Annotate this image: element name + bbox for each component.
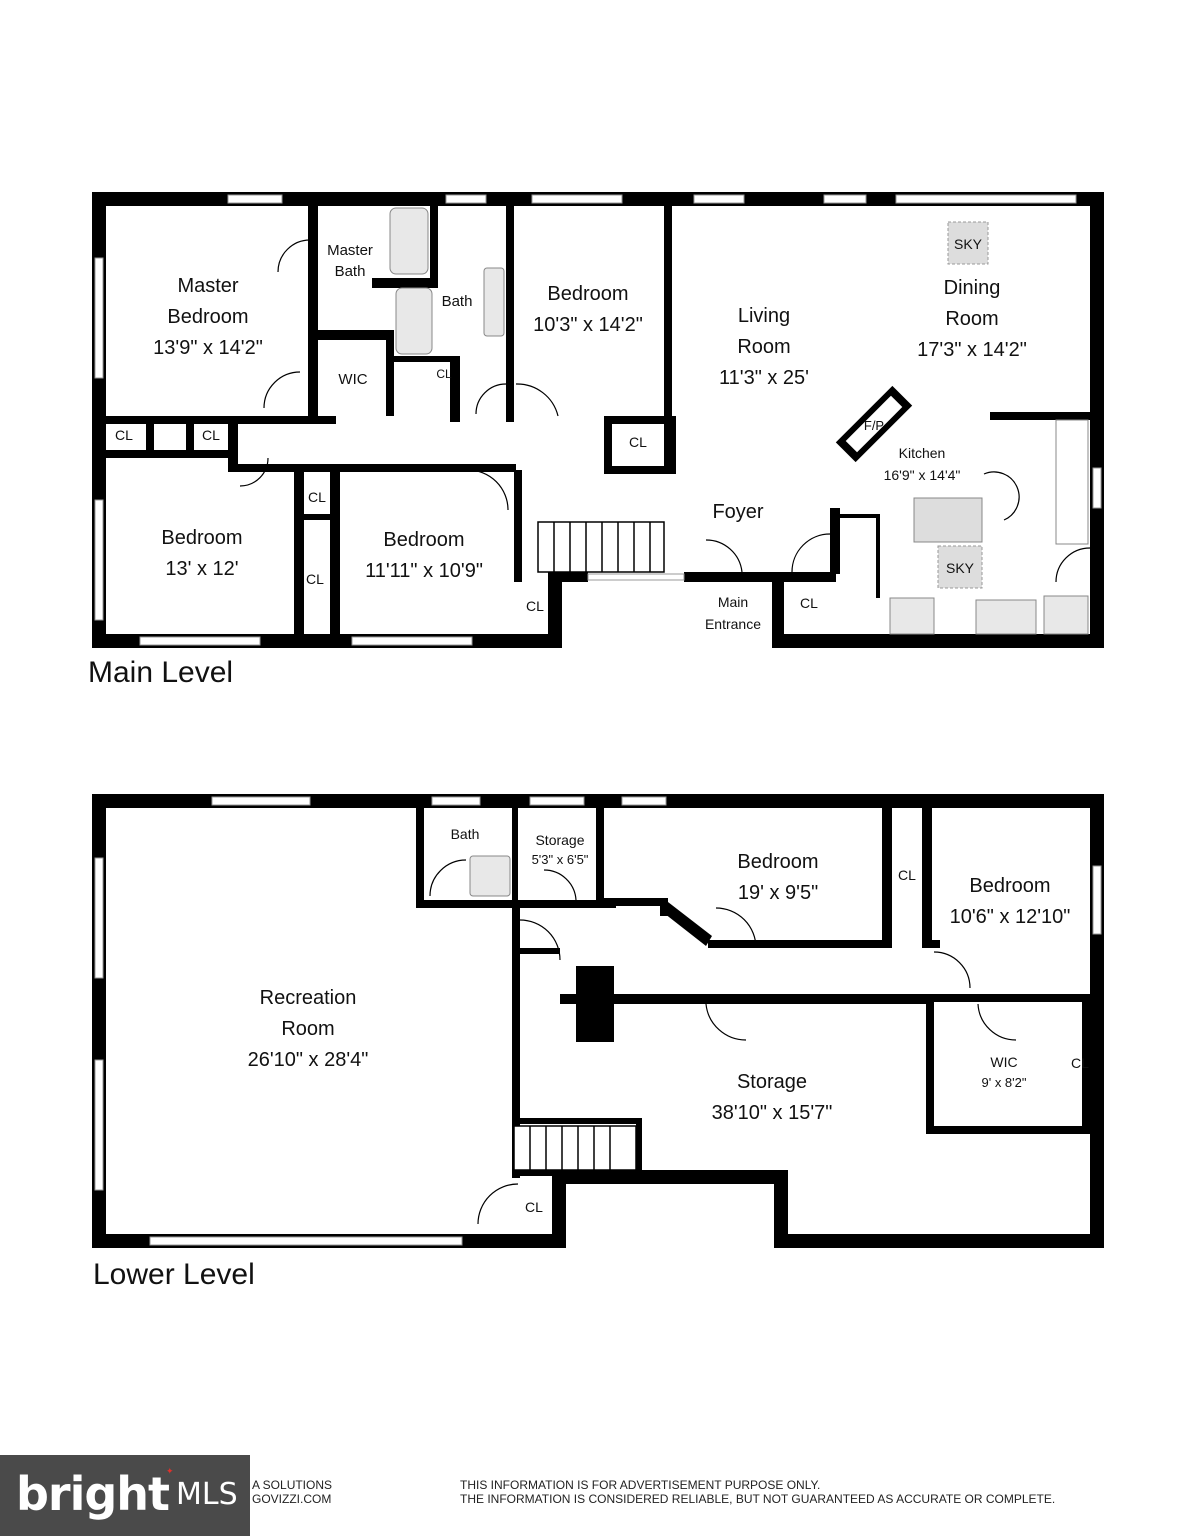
closet-label: CL bbox=[308, 489, 326, 505]
master-bedroom-label: Master bbox=[177, 275, 238, 297]
recreation-room-label: Recreation bbox=[260, 987, 357, 1009]
closet-label: CL bbox=[526, 598, 544, 614]
watermark-mls: MLS bbox=[176, 1477, 238, 1512]
main-entrance-label: Main bbox=[718, 594, 748, 610]
master-bedroom-dimensions: 13'9" x 14'2" bbox=[153, 337, 263, 359]
kitchen-label: Kitchen bbox=[899, 445, 946, 461]
closet-label: CL bbox=[306, 571, 324, 587]
closet-label: CL bbox=[898, 867, 916, 883]
master-bath-label-2: Bath bbox=[335, 263, 366, 280]
main-level-title: Main Level bbox=[88, 656, 234, 689]
bedroom-b-dimensions: 10'6" x 12'10" bbox=[950, 906, 1071, 928]
closet-label: CL bbox=[629, 434, 647, 450]
footer-disclaimer: THIS INFORMATION IS FOR ADVERTISEMENT PU… bbox=[460, 1478, 1055, 1506]
main-entrance-label-2: Entrance bbox=[705, 616, 761, 632]
dining-room-label: Dining bbox=[944, 277, 1001, 299]
storage-small-label: Storage bbox=[535, 832, 584, 848]
main-level-plan bbox=[92, 192, 1104, 648]
living-room-label-2: Room bbox=[737, 336, 790, 358]
skylight-label-2: SKY bbox=[946, 560, 975, 576]
footer-disclaimer-line-2: THE INFORMATION IS CONSIDERED RELIABLE, … bbox=[460, 1492, 1056, 1506]
bedroom-left-label: Bedroom bbox=[161, 527, 242, 549]
bedroom-mid-dimensions: 11'11" x 10'9" bbox=[365, 560, 483, 582]
living-room-label: Living bbox=[738, 305, 790, 327]
fireplace-label: F/P bbox=[864, 418, 884, 433]
recreation-room-dimensions: 26'10" x 28'4" bbox=[248, 1049, 369, 1071]
storage-big-label: Storage bbox=[737, 1071, 807, 1093]
footer-left-line-2: GOVIZZI.COM bbox=[252, 1492, 332, 1506]
closet-label: CL bbox=[1071, 1055, 1089, 1071]
wic-label: WIC bbox=[338, 371, 367, 388]
closet-label: CL bbox=[436, 367, 452, 381]
main-level-labels: Master Bedroom 13'9" x 14'2" Master Bath… bbox=[115, 236, 1027, 632]
bedroom-mid-label: Bedroom bbox=[383, 529, 464, 551]
bedroom-a-label: Bedroom bbox=[737, 851, 818, 873]
lower-level-plan bbox=[92, 794, 1104, 1248]
closet-label: CL bbox=[115, 427, 133, 443]
master-bedroom-label-2: Bedroom bbox=[167, 306, 248, 328]
footer-disclaimer-line-1: THIS INFORMATION IS FOR ADVERTISEMENT PU… bbox=[460, 1478, 821, 1492]
lower-level-title: Lower Level bbox=[93, 1258, 255, 1291]
lower-bath-label: Bath bbox=[451, 826, 480, 842]
closet-label: CL bbox=[525, 1199, 543, 1215]
lower-level-labels: Recreation Room 26'10" x 28'4" Bath Stor… bbox=[248, 826, 1090, 1215]
storage-small-dimensions: 5'3" x 6'5" bbox=[532, 852, 589, 867]
footer-left-line-1: A SOLUTIONS bbox=[252, 1478, 333, 1492]
kitchen-dimensions: 16'9" x 14'4" bbox=[884, 467, 961, 483]
bedroom-a-dimensions: 19' x 9'5" bbox=[738, 882, 818, 904]
recreation-room-label-2: Room bbox=[281, 1018, 334, 1040]
bright-mls-watermark: bright ✦ MLS bbox=[0, 1455, 250, 1536]
skylight-label-1: SKY bbox=[954, 236, 983, 252]
lower-wic-dimensions: 9' x 8'2" bbox=[982, 1075, 1027, 1090]
footer-left: A SOLUTIONS GOVIZZI.COM bbox=[252, 1478, 332, 1506]
dining-room-label-2: Room bbox=[945, 308, 998, 330]
storage-big-dimensions: 38'10" x 15'7" bbox=[712, 1102, 833, 1124]
watermark-star-icon: ✦ bbox=[166, 1467, 174, 1477]
bedroom-top-dimensions: 10'3" x 14'2" bbox=[533, 314, 643, 336]
bath-label: Bath bbox=[442, 293, 473, 310]
bedroom-b-label: Bedroom bbox=[969, 875, 1050, 897]
closet-label: CL bbox=[800, 595, 818, 611]
living-room-dimensions: 11'3" x 25' bbox=[719, 367, 809, 389]
master-bath-label: Master bbox=[327, 242, 373, 259]
watermark-brand: bright bbox=[16, 1467, 170, 1521]
foyer-label: Foyer bbox=[712, 501, 763, 523]
bedroom-left-dimensions: 13' x 12' bbox=[165, 558, 238, 580]
dining-room-dimensions: 17'3" x 14'2" bbox=[917, 339, 1027, 361]
bedroom-top-label: Bedroom bbox=[547, 283, 628, 305]
closet-label: CL bbox=[202, 427, 220, 443]
lower-wic-label: WIC bbox=[990, 1054, 1017, 1070]
